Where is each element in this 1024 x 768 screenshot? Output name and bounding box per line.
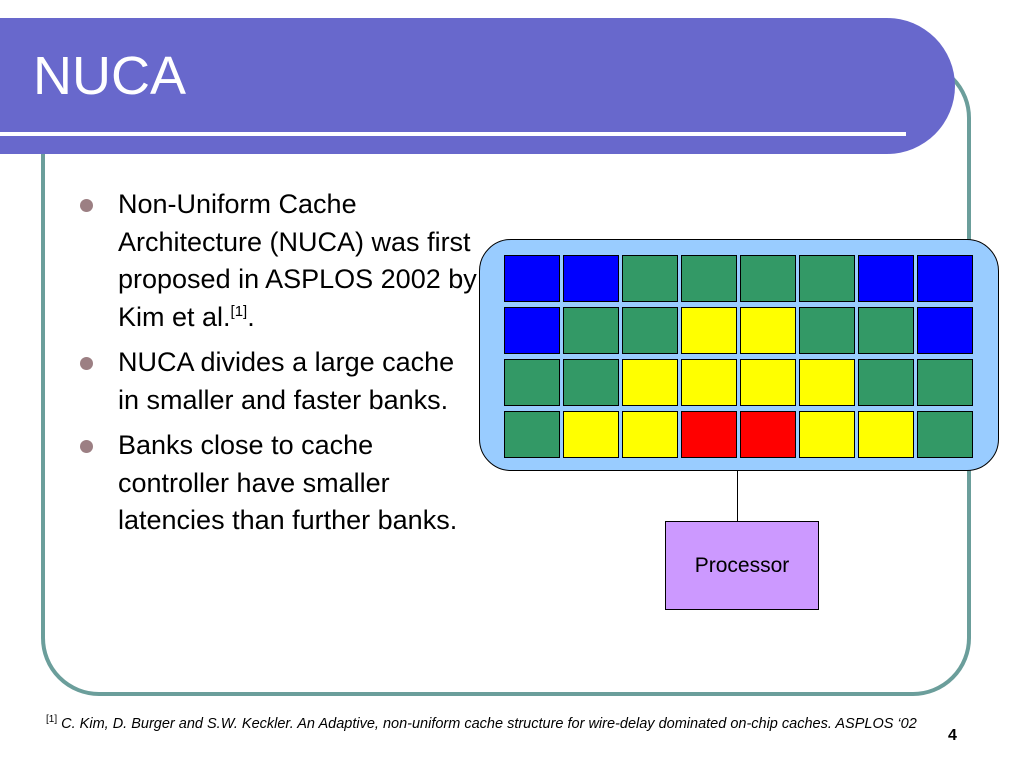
cache-bank-green — [563, 307, 619, 354]
cache-bank-green — [858, 359, 914, 406]
cache-bank-green — [681, 255, 737, 302]
bullet-text: NUCA divides a large cache in smaller an… — [118, 347, 455, 415]
footnote-ref: [1] — [46, 714, 58, 725]
cache-bank-green — [799, 307, 855, 354]
bullet-item: Non-Uniform Cache Architecture (NUCA) wa… — [78, 186, 478, 336]
cache-bank-red — [740, 411, 796, 458]
cache-bank-yellow — [740, 359, 796, 406]
footnote-text: C. Kim, D. Burger and S.W. Keckler. An A… — [57, 715, 917, 732]
processor-label: Processor — [694, 553, 790, 577]
cache-bank-yellow — [622, 359, 678, 406]
cache-diagram — [479, 239, 999, 471]
cache-bank-blue — [563, 255, 619, 302]
bullet-item: NUCA divides a large cache in smaller an… — [78, 344, 478, 419]
title-underline — [0, 132, 906, 136]
cache-bank-blue — [917, 307, 973, 354]
bullet-dot-icon — [80, 440, 93, 453]
cache-bank-green — [799, 255, 855, 302]
slide-title: NUCA — [33, 46, 187, 106]
cache-bank-green — [740, 255, 796, 302]
bullet-text: Non-Uniform Cache Architecture (NUCA) wa… — [118, 189, 477, 332]
processor-box: Processor — [665, 521, 819, 610]
page-number: 4 — [948, 727, 957, 744]
cache-bank-yellow — [858, 411, 914, 458]
bullet-dot-icon — [80, 199, 93, 212]
cache-bank-blue — [504, 255, 560, 302]
cache-bank-green — [622, 255, 678, 302]
cache-bank-green — [917, 359, 973, 406]
bullet-item: Banks close to cache controller have sma… — [78, 427, 478, 540]
cache-bank-yellow — [740, 307, 796, 354]
bullet-text-end: . — [247, 301, 255, 332]
title-bar — [0, 18, 955, 154]
cache-bank-green — [563, 359, 619, 406]
cache-bank-blue — [504, 307, 560, 354]
cache-bank-blue — [858, 255, 914, 302]
bullet-text: Banks close to cache controller have sma… — [118, 430, 458, 535]
cache-bank-yellow — [563, 411, 619, 458]
cache-bank-green — [622, 307, 678, 354]
cache-bank-yellow — [681, 359, 737, 406]
cache-bank-green — [917, 411, 973, 458]
cache-bank-green — [504, 359, 560, 406]
cache-bank-yellow — [799, 359, 855, 406]
cache-bank-red — [681, 411, 737, 458]
cache-bank-yellow — [622, 411, 678, 458]
bullet-list: Non-Uniform Cache Architecture (NUCA) wa… — [78, 186, 478, 548]
cache-bank-blue — [917, 255, 973, 302]
cache-bank-green — [858, 307, 914, 354]
bullet-dot-icon — [80, 357, 93, 370]
citation-ref: [1] — [230, 302, 248, 320]
processor-connection-line — [737, 471, 738, 521]
cache-bank-green — [504, 411, 560, 458]
cache-bank-yellow — [681, 307, 737, 354]
footnote: [1] C. Kim, D. Burger and S.W. Keckler. … — [46, 710, 986, 734]
cache-bank-yellow — [799, 411, 855, 458]
